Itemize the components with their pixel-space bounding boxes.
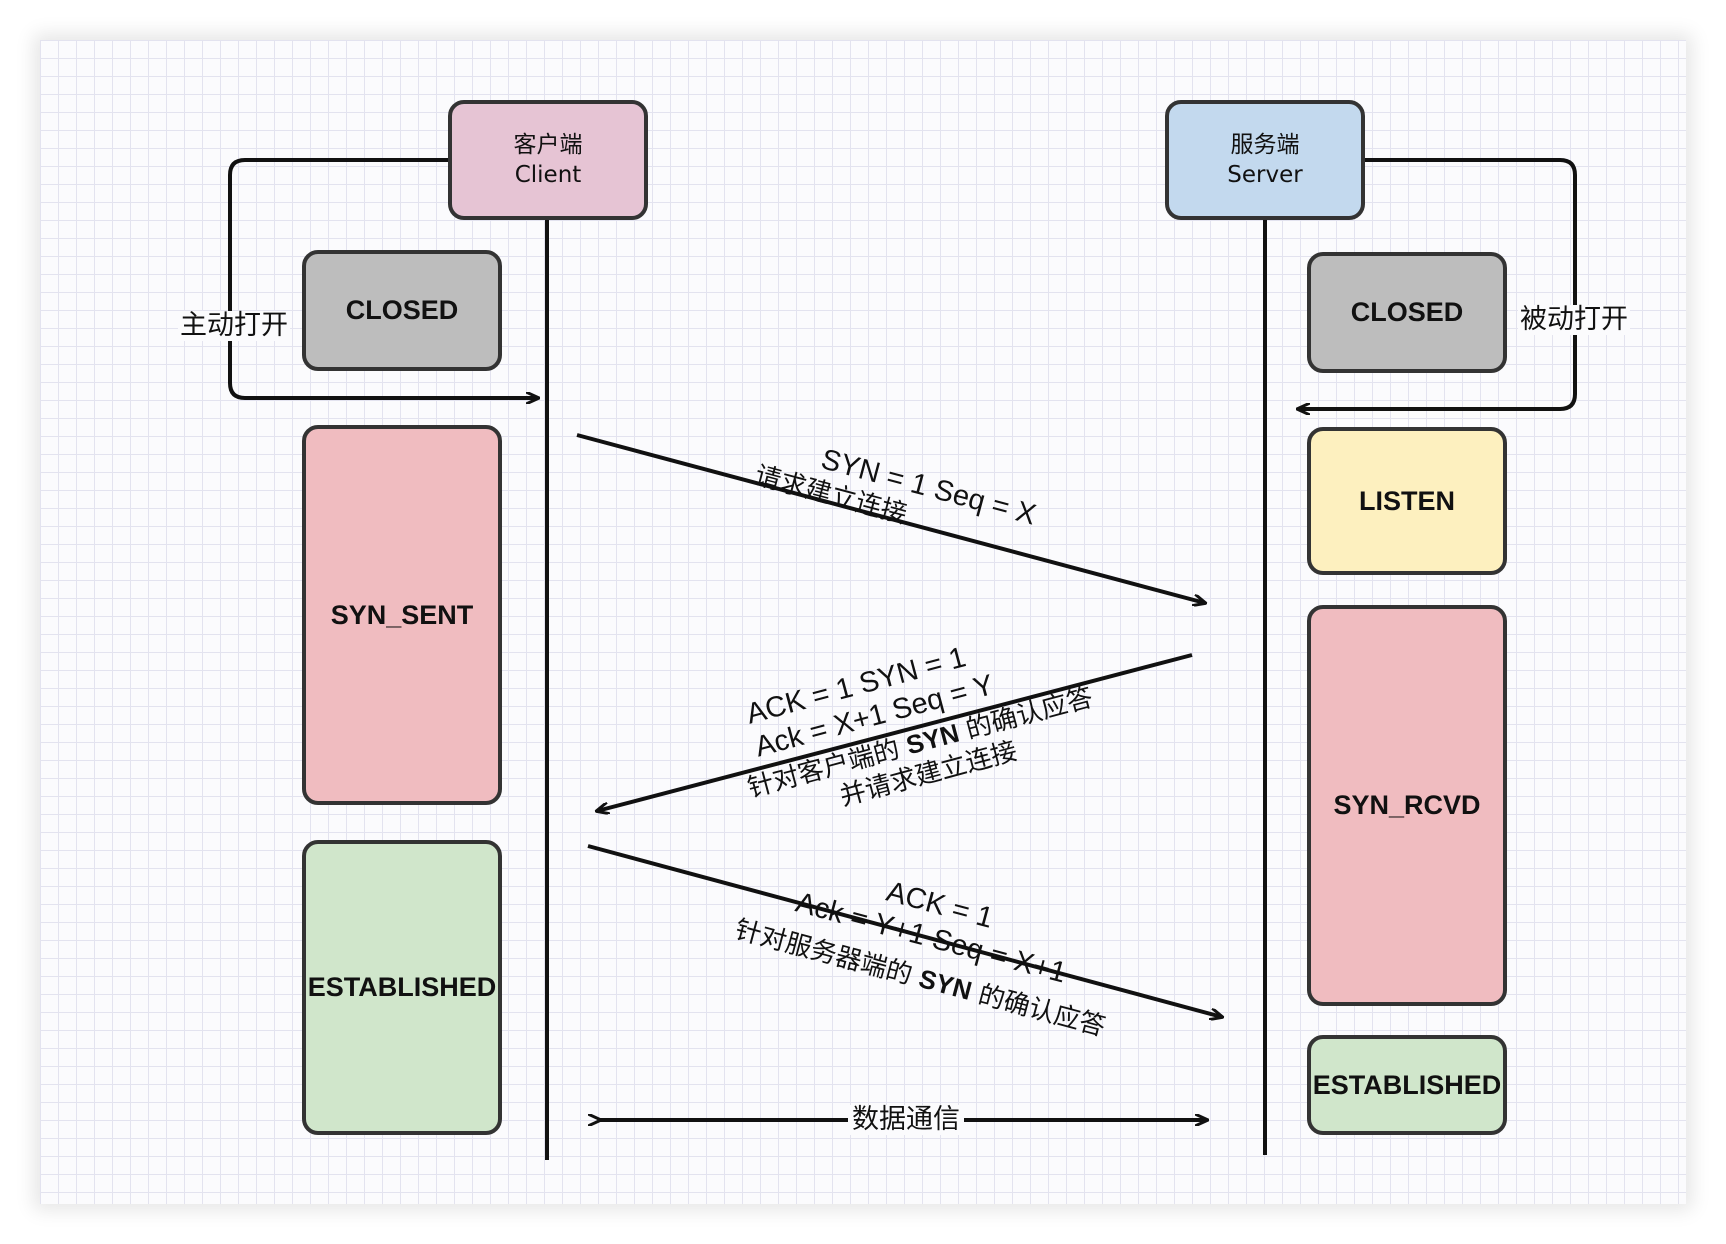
server-title-cn: 服务端 — [1230, 132, 1300, 158]
server-state-established: ESTABLISHED — [1307, 1035, 1507, 1135]
client-state-closed: CLOSED — [302, 250, 502, 371]
server-state-syn-rcvd: SYN_RCVD — [1307, 605, 1507, 1006]
active-open-connector — [228, 158, 538, 398]
active-open-label: 主动打开 — [178, 310, 290, 341]
client-title-en: Client — [514, 162, 582, 188]
data-communication-label: 数据通信 — [848, 1105, 964, 1135]
server-state-closed: CLOSED — [1307, 252, 1507, 373]
passive-open-label: 被动打开 — [1518, 304, 1630, 335]
server-state-listen: LISTEN — [1307, 427, 1507, 575]
passive-open-connector — [1298, 158, 1577, 409]
client-state-established: ESTABLISHED — [302, 840, 502, 1135]
server-actor: 服务端 Server — [1165, 100, 1365, 220]
client-title-cn: 客户端 — [513, 132, 583, 158]
syn-ack-arrow — [597, 653, 1193, 811]
server-title-en: Server — [1227, 162, 1303, 188]
ack-arrow — [587, 844, 1222, 1017]
syn-arrow — [576, 433, 1205, 603]
client-actor: 客户端 Client — [448, 100, 648, 220]
client-state-syn-sent: SYN_SENT — [302, 425, 502, 805]
